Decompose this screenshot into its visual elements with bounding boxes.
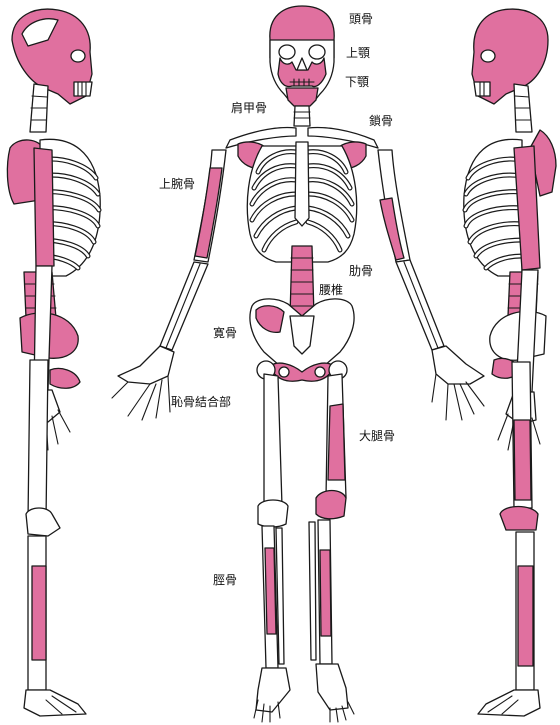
front-left-leg [254,361,290,722]
label-lumbar: 腰椎 [319,283,343,297]
front-left-hand [118,346,174,384]
front-eye-socket-left [279,45,295,59]
front-obturator-right [315,367,325,377]
left-foot [24,690,86,716]
front-right-tibia-highlight [320,550,331,636]
front-right-knee-highlight [316,491,346,519]
label-hip: 寛骨 [213,326,237,340]
right-jaw-teeth [474,82,490,96]
front-right-femur-highlight [328,404,345,480]
front-cervical-spine [294,106,310,126]
front-right-fibula [309,522,316,660]
left-tibia-highlight [32,566,46,660]
front-obturator-left [279,367,289,377]
label-femur: 大腿骨 [359,429,395,443]
front-left-forearm [160,262,208,350]
left-jaw-teeth [74,82,92,96]
left-eye-socket [71,50,85,62]
label-rib: 肋骨 [349,264,373,278]
front-eye-socket-right [309,45,325,59]
label-skull: 頭骨 [349,12,373,26]
label-maxilla: 上顎 [346,46,370,60]
front-right-hand [432,346,484,384]
label-mandible: 下顎 [345,75,369,89]
left-humerus [34,148,54,266]
right-foot [478,690,540,716]
front-left-femur [264,374,282,508]
label-pubic-symphysis: 恥骨結合部 [171,395,231,409]
front-right-leg [309,361,354,722]
front-sternum [295,142,309,226]
right-side-skeleton [464,9,556,716]
front-mandible-highlight [286,88,318,106]
label-humerus: 上腕骨 [159,177,195,191]
label-clavicle: 鎖骨 [369,114,393,128]
label-scapula: 肩甲骨 [231,101,267,115]
right-tibia-highlight [518,566,533,666]
front-skeleton [112,6,484,722]
right-eye-socket [481,50,495,62]
left-femur [28,360,48,520]
front-left-foot [256,668,290,712]
left-knee [26,508,60,536]
front-left-knee [258,500,288,527]
front-right-foot [316,664,348,710]
front-right-forearm [396,260,444,350]
left-pubic [50,369,80,389]
right-femur-highlight [514,420,531,500]
front-rib-cage [247,142,356,262]
front-left-tibia-highlight [265,548,276,634]
front-left-humerus-highlight [195,168,222,258]
label-tibia: 脛骨 [213,573,237,587]
left-side-skeleton [7,9,100,716]
front-skull [270,6,334,106]
right-knee-highlight [500,507,538,531]
